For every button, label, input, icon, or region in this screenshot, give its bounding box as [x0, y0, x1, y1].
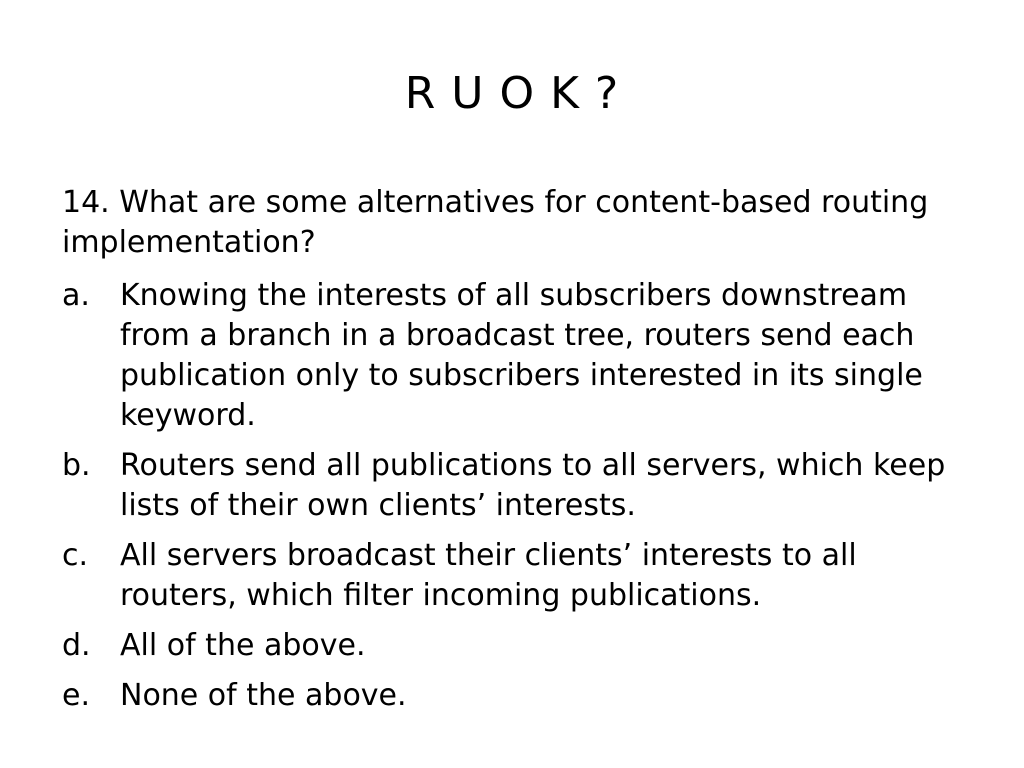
- option-letter: c.: [62, 538, 89, 573]
- option-letter: e.: [62, 678, 90, 713]
- answer-option-b: b. Routers send all publications to all …: [62, 446, 982, 526]
- option-text: All servers broadcast their clients’ int…: [120, 538, 857, 613]
- question-text: 14. What are some alternatives for conte…: [62, 185, 929, 260]
- option-text: Routers send all publications to all ser…: [120, 448, 946, 523]
- answer-options-list: a. Knowing the interests of all subscrib…: [62, 276, 982, 726]
- option-letter: d.: [62, 628, 91, 663]
- option-text: All of the above.: [120, 628, 366, 663]
- option-text: None of the above.: [120, 678, 407, 713]
- option-text: Knowing the interests of all subscribers…: [120, 278, 923, 433]
- slide-title: R U O K ?: [404, 68, 620, 119]
- answer-option-a: a. Knowing the interests of all subscrib…: [62, 276, 982, 436]
- option-letter: a.: [62, 278, 90, 313]
- answer-option-d: d. All of the above.: [62, 626, 982, 666]
- answer-option-c: c. All servers broadcast their clients’ …: [62, 536, 982, 616]
- option-letter: b.: [62, 448, 91, 483]
- answer-option-e: e. None of the above.: [62, 676, 982, 716]
